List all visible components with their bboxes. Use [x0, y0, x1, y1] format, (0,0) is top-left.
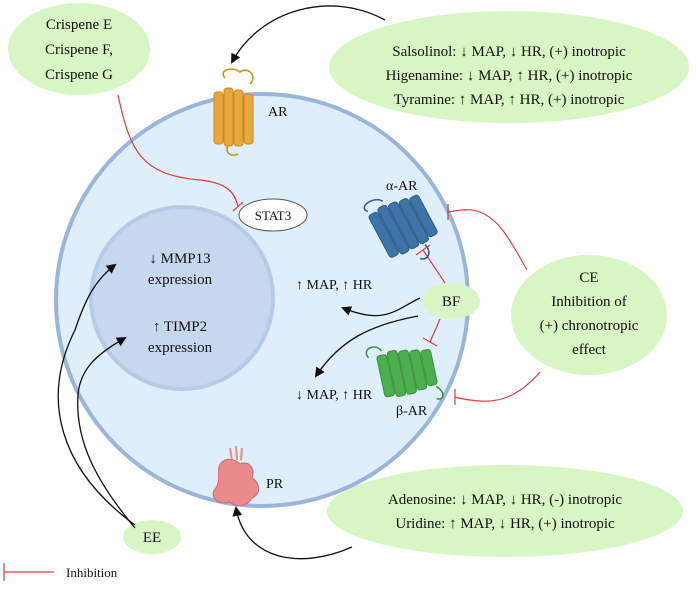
arrow-bf-alpha-effect: [341, 297, 421, 317]
mmp13-expression-label: expression: [148, 272, 213, 288]
arrow-ee-to-timp2: [77, 337, 136, 529]
beta-effect-label: ↓ MAP, ↑ HR: [296, 388, 373, 403]
salsolinol-label: Salsolinol: ↓ MAP, ↓ HR, (+) inotropic: [392, 44, 626, 60]
stat3-label: STAT3: [255, 208, 292, 223]
pr-label: PR: [266, 477, 284, 492]
crispene-line-2: Crispene F,: [45, 42, 113, 58]
alpha-ar-label: α-AR: [386, 179, 418, 194]
alpha-ar-receptor-icon: [363, 194, 438, 260]
ce-line-3: (+) chronotropic: [540, 318, 639, 334]
crispene-line-3: Crispene G: [45, 67, 113, 83]
legend: Inhibition: [3, 563, 118, 581]
inhibition-bf-beta: [422, 318, 441, 347]
beta-ar-receptor-icon: [365, 346, 444, 400]
inhibition-ce-beta: [454, 371, 541, 405]
ce-bubble: [511, 255, 667, 375]
alkaloid-bubble: [329, 11, 689, 123]
nucleus: [89, 205, 275, 391]
ar-label: AR: [268, 105, 288, 120]
timp2-expression-label: expression: [148, 340, 213, 356]
arrow-nucleosides-to-pr: [232, 506, 353, 560]
ar-receptor-icon: [213, 68, 254, 157]
inhibition-ce-alpha: [447, 204, 528, 271]
mmp13-label: ↓ MMP13: [149, 251, 210, 267]
crispene-line-1: Crispene E: [46, 17, 112, 33]
pr-receptor-icon: [212, 445, 260, 506]
arrow-bf-beta-effect: [314, 315, 419, 378]
ce-line-4: effect: [572, 342, 607, 358]
crispene-bubble: [8, 3, 150, 95]
nucleoside-bubble: [327, 465, 683, 557]
beta-ar-label: β-AR: [396, 404, 428, 419]
adenosine-label: Adenosine: ↓ MAP, ↓ HR, (-) inotropic: [388, 492, 622, 508]
arrow-alkaloids-to-ar: [231, 5, 386, 64]
inhibition-crispene-stat3: [117, 94, 244, 212]
alpha-effect-label: ↑ MAP, ↑ HR: [296, 278, 373, 293]
higenamine-label: Higenamine: ↓ MAP, ↑ HR, (+) inotropic: [386, 68, 633, 84]
tyramine-label: Tyramine: ↑ MAP, ↑ HR, (+) inotropic: [394, 92, 625, 108]
ee-label: EE: [143, 530, 161, 546]
ce-line-1: CE: [579, 270, 598, 286]
ce-line-2: Inhibition of: [551, 294, 626, 310]
bf-label: BF: [442, 294, 460, 310]
uridine-label: Uridine: ↑ MAP, ↓ HR, (+) inotropic: [395, 516, 615, 532]
stat3-ellipse: [238, 198, 308, 232]
timp2-label: ↑ TIMP2: [153, 319, 207, 335]
legend-inhibition-label: Inhibition: [66, 565, 118, 580]
bf-bubble: [422, 283, 480, 319]
arrow-ee-to-mmp13: [57, 263, 136, 526]
ee-bubble: [123, 520, 181, 554]
